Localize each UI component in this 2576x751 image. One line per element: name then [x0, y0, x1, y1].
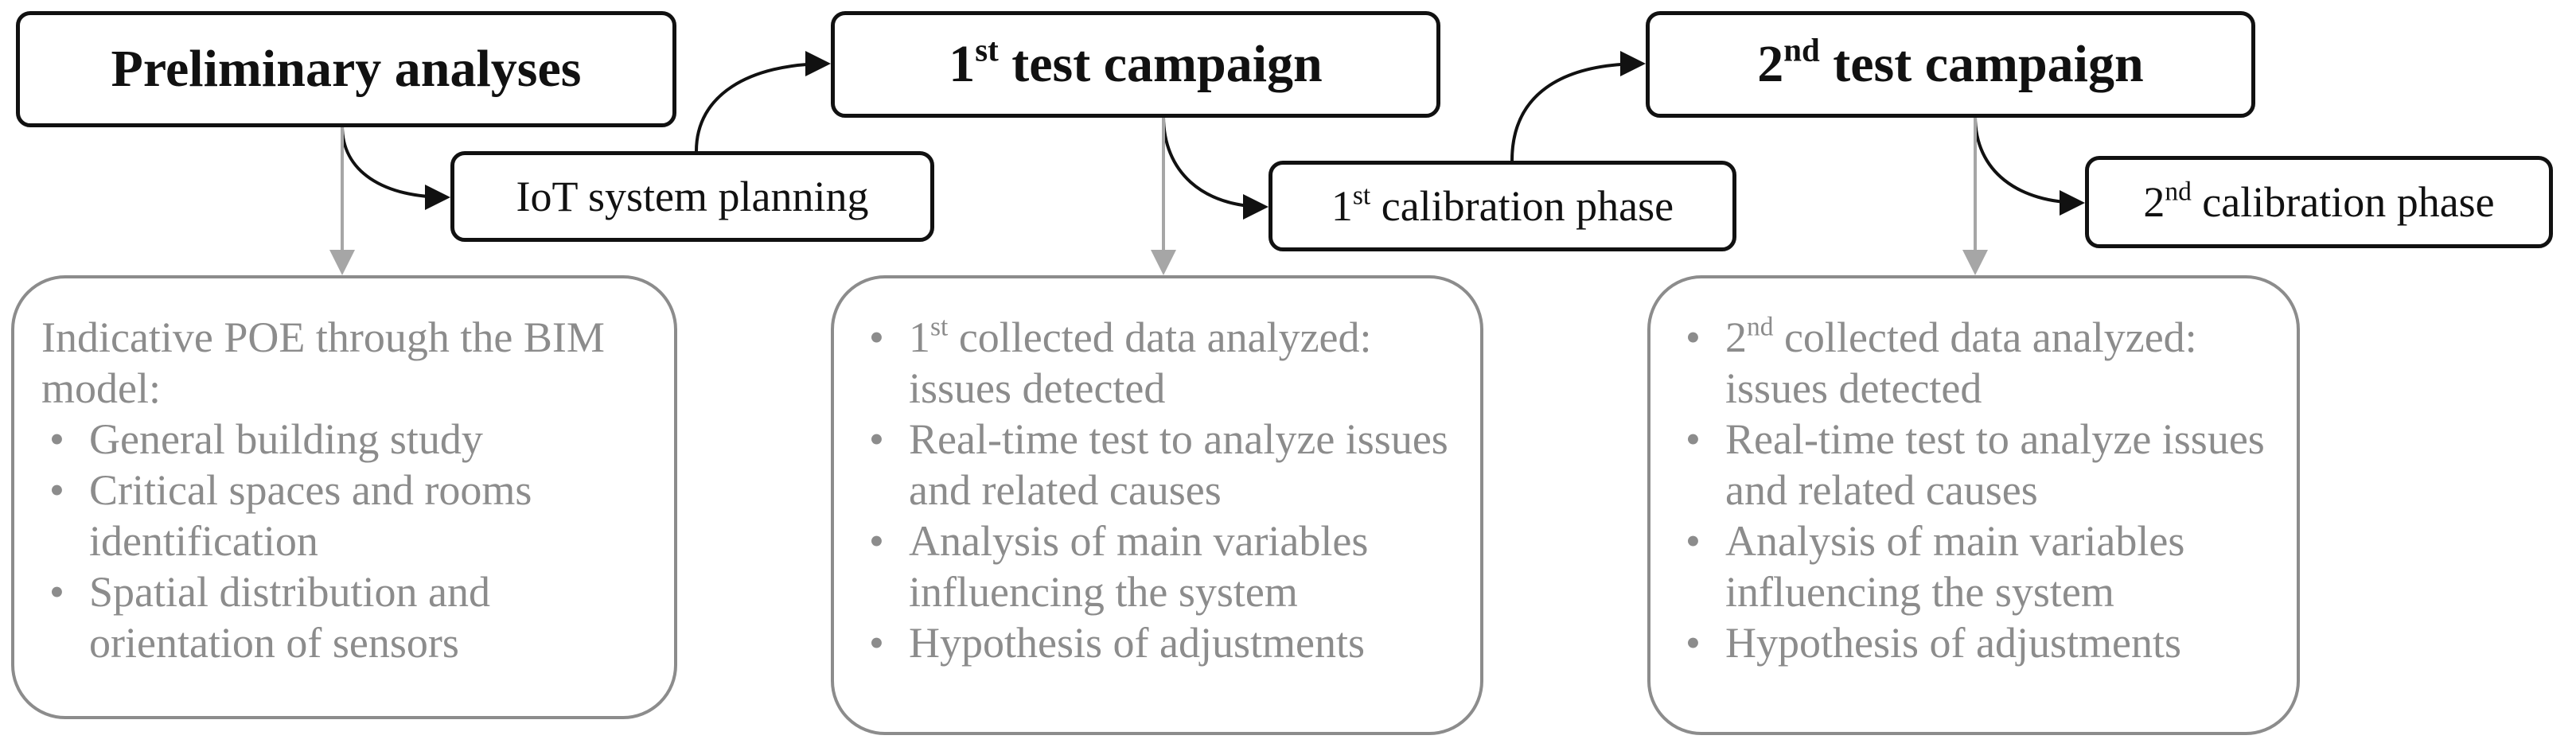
stage-1-detail-intro: Indicative POE through the BIM model: — [41, 313, 605, 412]
arrow-title-to-sub-2 — [1162, 115, 1269, 220]
list-item: Analysis of main variables influencing t… — [861, 516, 1461, 617]
stage-3-title-box: 2nd test campaign — [1646, 11, 2255, 118]
arrow-sub-to-next-title-1 — [695, 51, 831, 152]
list-item: General building study — [41, 414, 655, 465]
arrow-title-to-sub-1 — [341, 125, 450, 210]
stage-3-sub-box: 2nd calibration phase — [2085, 156, 2553, 248]
stage-2-title-box: 1st test campaign — [831, 11, 1440, 118]
stage-1-sub-box: IoT system planning — [450, 151, 934, 242]
stage-2-title: 1st test campaign — [949, 32, 1323, 93]
list-item: Real-time test to analyze issues and rel… — [1678, 414, 2278, 516]
stage-1-detail-box: Indicative POE through the BIM model: Ge… — [11, 275, 677, 719]
stage-3-title: 2nd test campaign — [1757, 32, 2144, 93]
stage-1-sub-label: IoT system planning — [516, 173, 869, 220]
list-item: Critical spaces and rooms identification — [41, 465, 655, 566]
stage-2-sub-label: 1st calibration phase — [1331, 181, 1674, 230]
stage-3-detail-box: 2nd collected data analyzed: issues dete… — [1647, 275, 2300, 735]
arrow-title-to-sub-3 — [1974, 115, 2085, 216]
list-item: Analysis of main variables influencing t… — [1678, 516, 2278, 617]
list-item: Real-time test to analyze issues and rel… — [861, 414, 1461, 516]
stage-2-sub-box: 1st calibration phase — [1269, 161, 1736, 251]
stage-1-title-box: Preliminary analyses — [16, 11, 676, 127]
arrow-sub-to-next-title-2 — [1510, 51, 1646, 161]
list-item: Hypothesis of adjustments — [1678, 617, 2278, 668]
list-item: Hypothesis of adjustments — [861, 617, 1461, 668]
stage-3-sub-label: 2nd calibration phase — [2143, 177, 2495, 226]
stage-2-detail-box: 1st collected data analyzed: issues dete… — [831, 275, 1483, 735]
stage-3-detail-list: 2nd collected data analyzed: issues dete… — [1678, 312, 2278, 668]
stage-1-title: Preliminary analyses — [111, 40, 582, 98]
list-item: Spatial distribution and orientation of … — [41, 566, 655, 668]
stage-2-detail-list: 1st collected data analyzed: issues dete… — [861, 312, 1461, 668]
list-item: 2nd collected data analyzed: issues dete… — [1678, 312, 2278, 414]
stage-1-detail-list: General building study Critical spaces a… — [41, 414, 655, 668]
list-item: 1st collected data analyzed: issues dete… — [861, 312, 1461, 414]
